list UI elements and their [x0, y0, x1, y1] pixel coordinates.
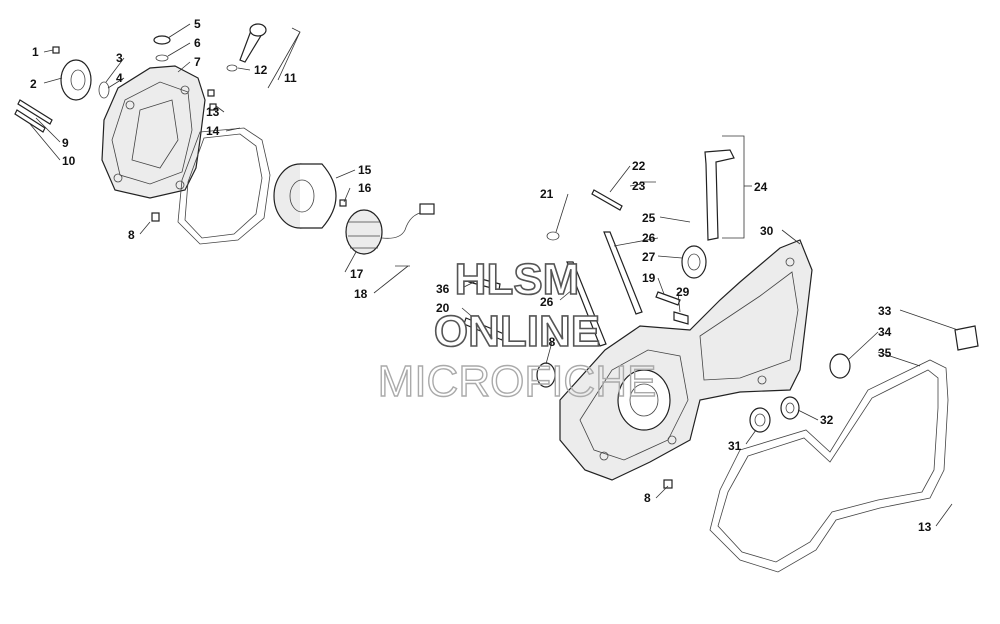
cap-plate: [60, 59, 92, 101]
magneto-cover-assembly: [14, 23, 267, 222]
callout-18: 18: [354, 287, 368, 301]
crankcase: [559, 239, 813, 481]
callout-10: 10: [62, 154, 76, 168]
callout-28: 28: [542, 335, 556, 349]
callout-19: 19: [642, 271, 656, 285]
crankcase-assembly: [463, 149, 979, 489]
callout-24: 24: [754, 180, 768, 194]
stator: [345, 209, 383, 255]
breather-hose: [704, 149, 735, 241]
callout-32: 32: [820, 413, 834, 427]
callout-7: 7: [194, 55, 201, 69]
callout-6: 6: [194, 36, 201, 50]
callout-35: 35: [878, 346, 892, 360]
callout-27: 27: [642, 250, 656, 264]
callout-14: 14: [206, 124, 220, 138]
callout-33: 33: [878, 304, 892, 318]
seal: [954, 325, 979, 351]
o-ring: [98, 81, 110, 99]
callout-23: 23: [632, 179, 646, 193]
callout-26: 26: [642, 231, 656, 245]
callout-9: 9: [62, 136, 69, 150]
callout-29: 29: [676, 285, 690, 299]
bolt: [52, 46, 60, 54]
bearing: [681, 245, 707, 279]
stud: [603, 231, 643, 315]
callout-labels: 1 2 3 4 5 6 7 8 9 10 11 12 13 14 15 16 1…: [30, 17, 932, 534]
callout-17: 17: [350, 267, 364, 281]
callout-4: 4: [116, 71, 123, 85]
callout-22: 22: [632, 159, 646, 173]
watermark: HLSM ONLINE MICROFICHE: [377, 254, 657, 407]
callout-26b: 26: [540, 295, 554, 309]
long-bolt: [14, 109, 46, 133]
flywheel-stator: [273, 163, 435, 267]
watermark-line-1: HLSM: [455, 255, 580, 304]
callout-13: 13: [206, 105, 220, 119]
callout-30: 30: [760, 224, 774, 238]
callout-2: 2: [30, 77, 37, 91]
leader-lines: [29, 23, 959, 527]
callout-31: 31: [728, 439, 742, 453]
callout-21: 21: [540, 187, 554, 201]
callout-20: 20: [436, 301, 450, 315]
callout-1: 1: [32, 45, 39, 59]
long-bolt: [17, 99, 53, 125]
callout-13b: 13: [918, 520, 932, 534]
drain-plug: [153, 35, 171, 45]
callout-11: 11: [284, 71, 297, 85]
callout-3: 3: [116, 51, 123, 65]
callout-25: 25: [642, 211, 656, 225]
callout-8b: 8: [644, 491, 651, 505]
bearing: [780, 396, 800, 420]
stator-wire: [381, 211, 425, 239]
callout-15: 15: [358, 163, 372, 177]
callout-8: 8: [128, 228, 135, 242]
callout-5: 5: [194, 17, 201, 31]
watermark-line-2: ONLINE: [434, 307, 600, 356]
callout-34: 34: [878, 325, 892, 339]
stud: [566, 261, 607, 347]
callout-12: 12: [254, 63, 268, 77]
magneto-gasket: [177, 127, 271, 245]
bearing: [749, 407, 771, 433]
watermark-line-3: MICROFICHE: [378, 357, 657, 406]
callout-36: 36: [436, 282, 450, 296]
case-gasket: [709, 359, 949, 573]
callout-16: 16: [358, 181, 372, 195]
